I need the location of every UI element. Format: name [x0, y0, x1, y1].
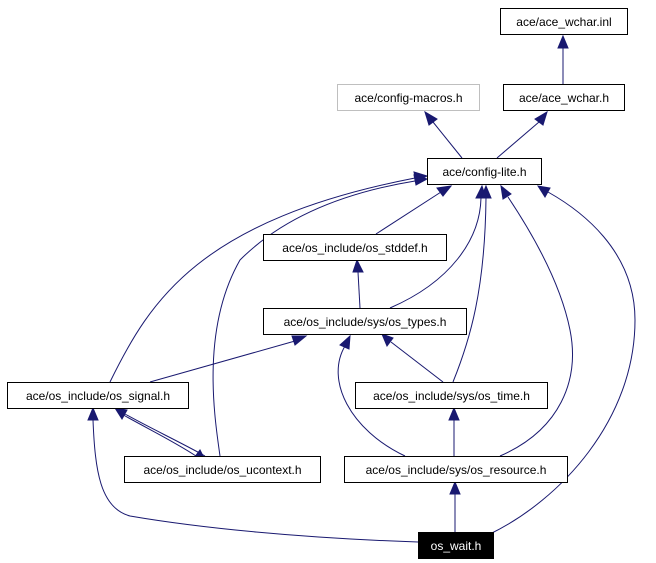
graph-edges: [87, 34, 636, 543]
edge-os-wait-to-os-resource: [449, 480, 461, 532]
edge-os-wait-to-config-lite: [489, 185, 636, 535]
edge-line: [375, 191, 442, 235]
edge-line: [149, 340, 296, 383]
arrowhead-icon: [381, 333, 394, 347]
edge-line: [109, 177, 416, 383]
edge-line: [117, 411, 197, 457]
edge-line: [432, 121, 463, 159]
arrowhead-icon: [113, 407, 128, 420]
arrowhead-icon: [480, 184, 492, 199]
node-label: ace/os_include/sys/os_resource.h: [366, 463, 547, 477]
edge-os-ucontext-to-os-signal: [113, 407, 206, 457]
edge-os-stddef-to-config-lite: [375, 185, 453, 235]
arrowhead-icon: [87, 406, 99, 421]
node-box: [337, 84, 480, 111]
edge-line: [389, 197, 482, 309]
node-box: [263, 234, 447, 261]
node-label: ace/os_include/os_ucontext.h: [143, 463, 301, 477]
edge-os-signal-to-os-ucontext: [117, 411, 207, 463]
node-ace-wchar-h[interactable]: ace/ace_wchar.h: [503, 84, 625, 111]
arrowhead-icon: [557, 34, 569, 49]
arrowhead-icon: [339, 334, 351, 350]
edge-line: [390, 341, 444, 383]
edge-line: [452, 197, 487, 383]
node-box: [355, 382, 548, 409]
node-label: ace/os_include/os_stddef.h: [282, 241, 427, 255]
node-box: [7, 382, 189, 409]
arrowhead-icon: [413, 174, 429, 186]
edge-os-resource-to-os-time: [448, 406, 460, 456]
node-box: [263, 308, 467, 335]
node-os-types[interactable]: ace/os_include/sys/os_types.h: [263, 308, 467, 335]
node-box: [427, 158, 542, 185]
edge-line: [499, 196, 573, 457]
node-os-ucontext[interactable]: ace/os_include/os_ucontext.h: [124, 456, 321, 483]
edge-line: [489, 191, 636, 535]
edge-ace-wchar-h-to-ace-wchar-inl: [557, 34, 569, 84]
node-box: [418, 532, 494, 559]
edge-line: [124, 413, 206, 457]
graph-nodes: ace/ace_wchar.inl ace/config-macros.h ace/…: [7, 8, 628, 559]
node-config-macros: ace/config-macros.h: [337, 84, 480, 111]
edge-os-ucontext-to-config-lite: [212, 174, 429, 457]
node-box: [344, 456, 568, 483]
edge-os-signal-to-config-lite: [109, 171, 429, 383]
arrowhead-icon: [352, 258, 364, 273]
edge-os-resource-to-config-lite: [499, 184, 573, 457]
arrowhead-icon: [424, 110, 438, 126]
node-config-lite[interactable]: ace/config-lite.h: [427, 158, 542, 185]
edge-line: [337, 345, 406, 457]
edge-config-lite-to-ace-wchar-h: [496, 110, 548, 159]
node-label: ace/os_include/sys/os_types.h: [284, 315, 447, 329]
node-box: [500, 8, 628, 35]
edge-os-types-to-os-stddef: [352, 258, 364, 309]
arrowhead-icon: [449, 480, 461, 495]
node-box: [124, 456, 321, 483]
node-os-stddef[interactable]: ace/os_include/os_stddef.h: [263, 234, 447, 261]
edge-line: [92, 419, 419, 543]
arrowhead-icon: [500, 184, 512, 200]
node-label: ace/ace_wchar.inl: [516, 15, 611, 29]
node-label: os_wait.h: [431, 539, 482, 553]
arrowhead-icon: [436, 185, 453, 197]
node-ace-wchar-inl[interactable]: ace/ace_wchar.inl: [500, 8, 628, 35]
node-os-signal[interactable]: ace/os_include/os_signal.h: [7, 382, 189, 409]
arrowhead-icon: [291, 335, 308, 346]
edge-os-time-to-os-types: [381, 333, 444, 383]
node-label: ace/config-macros.h: [354, 91, 462, 105]
node-label: ace/os_include/sys/os_time.h: [373, 389, 530, 403]
node-label: ace/os_include/os_signal.h: [26, 389, 170, 403]
node-box: [503, 84, 625, 111]
edge-line: [496, 121, 540, 159]
arrowhead-icon: [536, 185, 551, 198]
edge-os-wait-to-os-signal: [87, 406, 419, 543]
edge-line: [212, 180, 416, 457]
edge-os-signal-to-os-types: [149, 335, 308, 383]
node-os-resource[interactable]: ace/os_include/sys/os_resource.h: [344, 456, 568, 483]
node-label: ace/ace_wchar.h: [519, 91, 609, 105]
arrowhead-icon: [448, 406, 460, 421]
edge-os-resource-to-os-types: [337, 334, 406, 457]
edge-config-lite-to-config-macros: [424, 110, 463, 159]
edge-line: [357, 271, 361, 309]
arrowhead-icon: [534, 110, 548, 126]
node-label: ace/config-lite.h: [442, 165, 526, 179]
node-os-time[interactable]: ace/os_include/sys/os_time.h: [355, 382, 548, 409]
node-os-wait[interactable]: os_wait.h: [418, 532, 494, 559]
edge-os-time-to-config-lite: [452, 184, 492, 383]
